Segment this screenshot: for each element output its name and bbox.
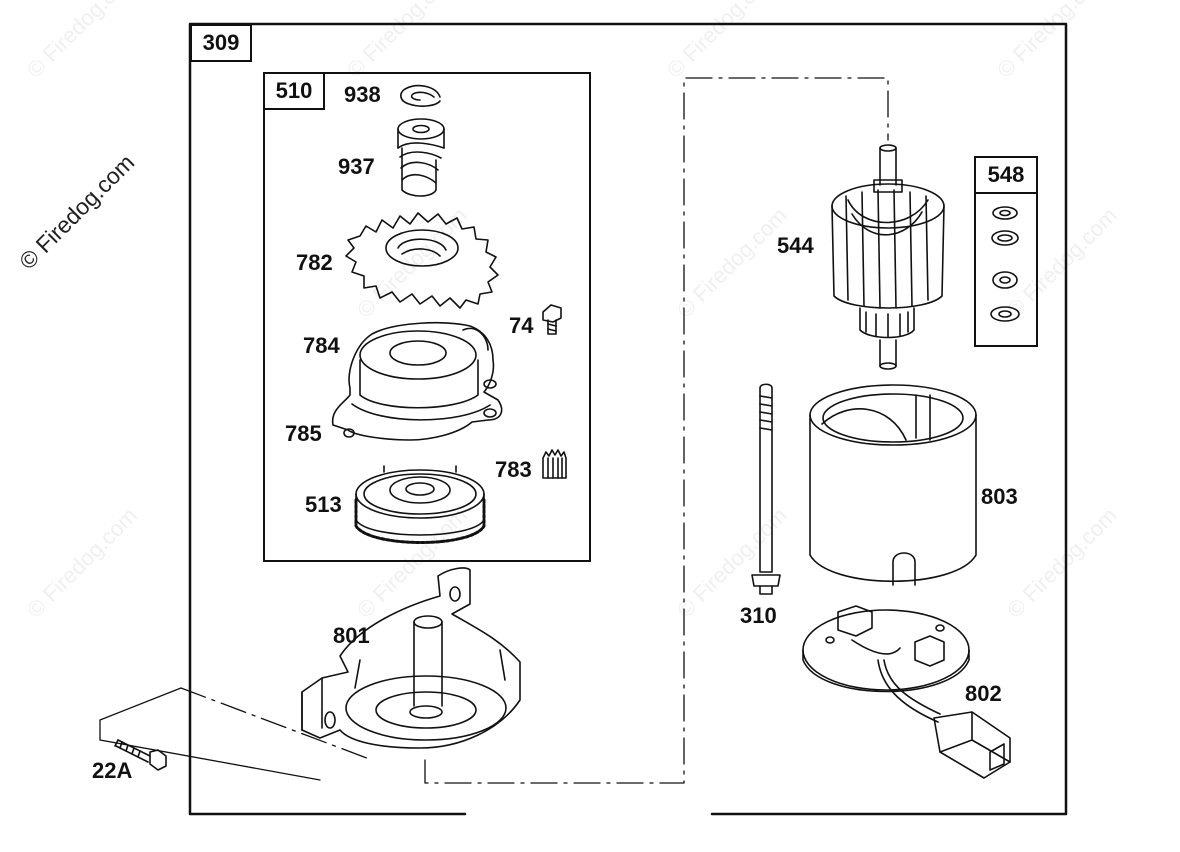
part-937-worm (397, 118, 445, 197)
part-782-gear (345, 212, 499, 309)
group-callout-510[interactable]: 510 (263, 72, 325, 110)
part-802-brush-plate (802, 605, 1011, 779)
part-548-washers (990, 206, 1020, 322)
part-callout-938[interactable]: 938 (344, 82, 381, 107)
part-784-housing (331, 321, 503, 441)
part-callout-513[interactable]: 513 (305, 492, 342, 517)
part-callout-782[interactable]: 782 (296, 250, 333, 275)
group-callout-548[interactable]: 548 (974, 156, 1038, 194)
part-803-frame (809, 384, 977, 586)
part-callout-801[interactable]: 801 (333, 623, 370, 648)
part-callout-784[interactable]: 784 (303, 333, 340, 358)
part-938-clip (400, 84, 441, 107)
part-callout-937[interactable]: 937 (338, 154, 375, 179)
part-callout-74[interactable]: 74 (509, 313, 534, 338)
part-callout-803[interactable]: 803 (981, 484, 1018, 509)
part-callout-310[interactable]: 310 (740, 603, 777, 628)
part-callout-22a[interactable]: 22A (92, 758, 133, 783)
part-22a-bolt (114, 739, 167, 771)
part-callout-785[interactable]: 785 (285, 421, 322, 446)
part-310-thru-bolt (751, 383, 781, 595)
leader-22a (99, 687, 321, 781)
group-510-frame (263, 72, 591, 562)
part-callout-544[interactable]: 544 (777, 233, 814, 258)
part-783-pinion (542, 449, 567, 479)
part-513-ring-gear (354, 465, 486, 544)
connection-lines (180, 77, 889, 784)
part-callout-783[interactable]: 783 (495, 457, 532, 482)
assembly-callout-309[interactable]: 309 (190, 24, 252, 62)
part-801-bracket (301, 567, 521, 749)
part-74-screw (542, 304, 562, 335)
assembly-frame (188, 22, 1068, 816)
part-callout-802[interactable]: 802 (965, 681, 1002, 706)
part-544-armature (831, 144, 945, 370)
